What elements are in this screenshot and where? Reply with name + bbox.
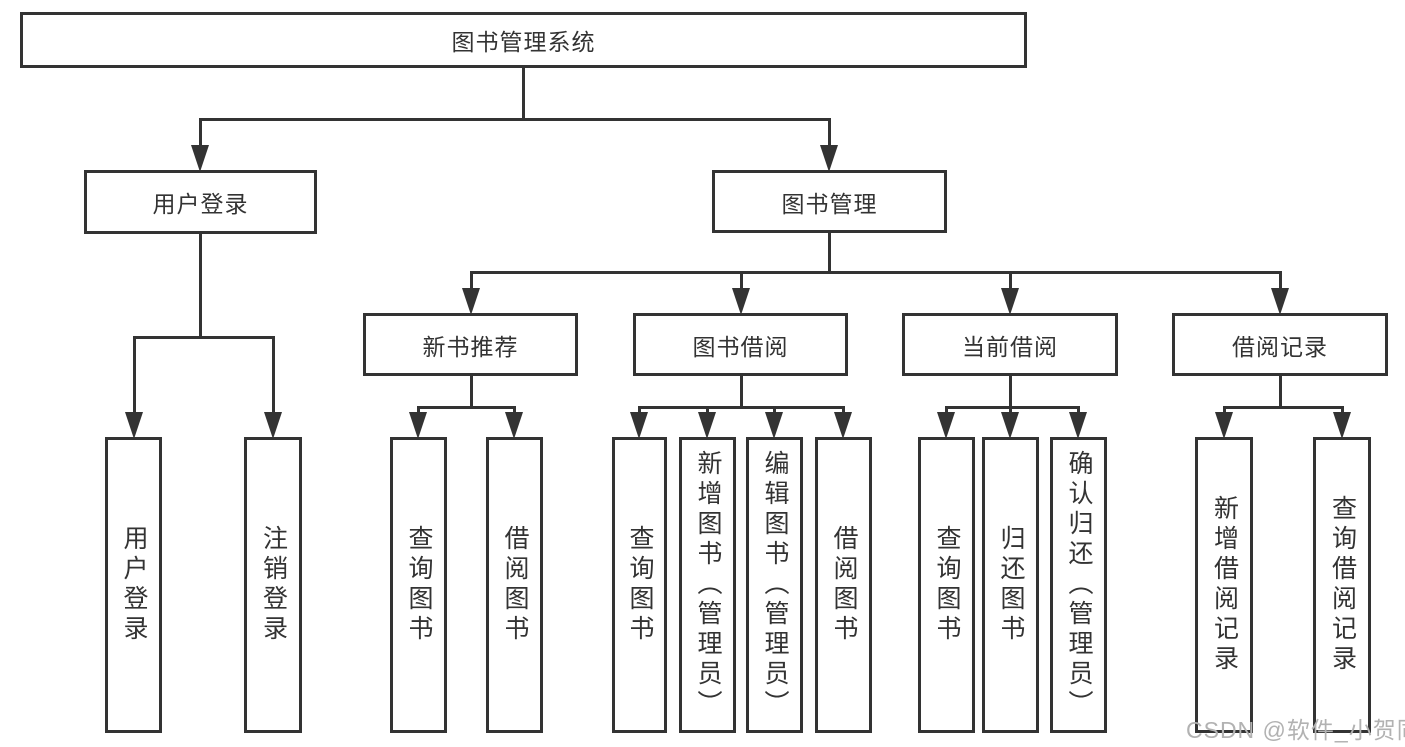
csdn-watermark: CSDN @软件_小贺同学 xyxy=(1186,717,1405,743)
node-label: 编辑图书（管理员） xyxy=(761,450,789,720)
node-logout: 注销登录 xyxy=(244,437,302,733)
connector-line xyxy=(1278,271,1282,303)
arrow-down-icon xyxy=(1069,412,1087,439)
arrow-down-icon xyxy=(125,412,143,439)
node-current-borrow: 当前借阅 xyxy=(902,313,1118,376)
arrow-down-icon xyxy=(765,412,783,439)
connector-line xyxy=(469,271,473,303)
node-label: 用户登录 xyxy=(152,191,249,217)
connector-line xyxy=(271,336,275,427)
connector-line xyxy=(1008,376,1012,409)
arrow-down-icon xyxy=(409,412,427,439)
arrow-down-icon xyxy=(191,145,209,172)
connector-line xyxy=(1008,271,1012,303)
node-label: 用户登录 xyxy=(120,525,148,645)
node-label: 查询图书 xyxy=(626,525,654,645)
node-label: 归还图书 xyxy=(997,525,1025,645)
connector-line xyxy=(521,68,525,121)
connector-line xyxy=(416,406,516,409)
arrow-down-icon xyxy=(937,412,955,439)
node-label: 注销登录 xyxy=(259,525,288,645)
node-label: 借阅图书 xyxy=(830,525,858,645)
node-label: 借阅图书 xyxy=(501,525,529,645)
connector-line xyxy=(469,271,1282,274)
connector-line xyxy=(827,118,831,160)
node-label: 查询图书 xyxy=(933,525,961,645)
arrow-down-icon xyxy=(1001,288,1019,315)
node-login: 用户登录 xyxy=(105,437,162,733)
connector-line xyxy=(637,406,845,409)
connector-line xyxy=(132,336,136,427)
connector-line xyxy=(739,376,743,409)
node-nbr-borrow: 借阅图书 xyxy=(486,437,543,733)
node-book-borrow: 图书借阅 xyxy=(633,313,848,376)
node-book-mgmt: 图书管理 xyxy=(712,170,947,233)
arrow-down-icon xyxy=(1215,412,1233,439)
node-borrow-record: 借阅记录 xyxy=(1172,313,1388,376)
arrow-down-icon xyxy=(1271,288,1289,315)
node-cb-query: 查询图书 xyxy=(918,437,975,733)
connector-line xyxy=(1222,406,1344,409)
connector-line xyxy=(469,376,473,409)
node-nbr-query: 查询图书 xyxy=(390,437,447,733)
arrow-down-icon xyxy=(462,288,480,315)
arrow-down-icon xyxy=(820,145,838,172)
node-label: 当前借阅 xyxy=(962,333,1058,360)
arrow-down-icon xyxy=(1001,412,1019,439)
connector-line xyxy=(739,271,743,303)
connector-line xyxy=(198,234,202,339)
arrow-down-icon xyxy=(630,412,648,439)
node-br-add: 新增借阅记录 xyxy=(1195,437,1253,733)
arrow-down-icon xyxy=(505,412,523,439)
node-br-query: 查询借阅记录 xyxy=(1313,437,1371,733)
node-user-login: 用户登录 xyxy=(84,170,317,234)
node-label: 图书管理系统 xyxy=(451,29,596,55)
node-label: 新书推荐 xyxy=(422,333,519,360)
node-label: 查询借阅记录 xyxy=(1328,495,1357,675)
arrow-down-icon xyxy=(732,288,750,315)
node-label: 新增图书（管理员） xyxy=(694,450,722,720)
node-label: 借阅记录 xyxy=(1232,333,1328,360)
arrow-down-icon xyxy=(264,412,282,439)
node-label: 查询图书 xyxy=(405,525,433,645)
connector-line xyxy=(1278,376,1282,409)
connector-line xyxy=(198,118,202,160)
arrow-down-icon xyxy=(698,412,716,439)
node-root: 图书管理系统 xyxy=(20,12,1027,68)
arrow-down-icon xyxy=(834,412,852,439)
node-label: 图书借阅 xyxy=(692,333,789,360)
node-label: 图书管理 xyxy=(781,190,878,217)
node-bb-edit: 编辑图书（管理员） xyxy=(746,437,803,733)
connector-line xyxy=(198,118,831,121)
node-cb-return: 归还图书 xyxy=(982,437,1039,733)
node-bb-query: 查询图书 xyxy=(612,437,667,733)
connector-line xyxy=(944,406,1080,409)
node-new-book-rec: 新书推荐 xyxy=(363,313,578,376)
arrow-down-icon xyxy=(1333,412,1351,439)
node-label: 新增借阅记录 xyxy=(1210,495,1239,675)
node-bb-add: 新增图书（管理员） xyxy=(679,437,736,733)
connector-line xyxy=(132,336,275,339)
node-bb-borrow: 借阅图书 xyxy=(815,437,872,733)
node-cb-confirm: 确认归还（管理员） xyxy=(1050,437,1107,733)
connector-line xyxy=(827,233,831,274)
node-label: 确认归还（管理员） xyxy=(1065,450,1093,720)
